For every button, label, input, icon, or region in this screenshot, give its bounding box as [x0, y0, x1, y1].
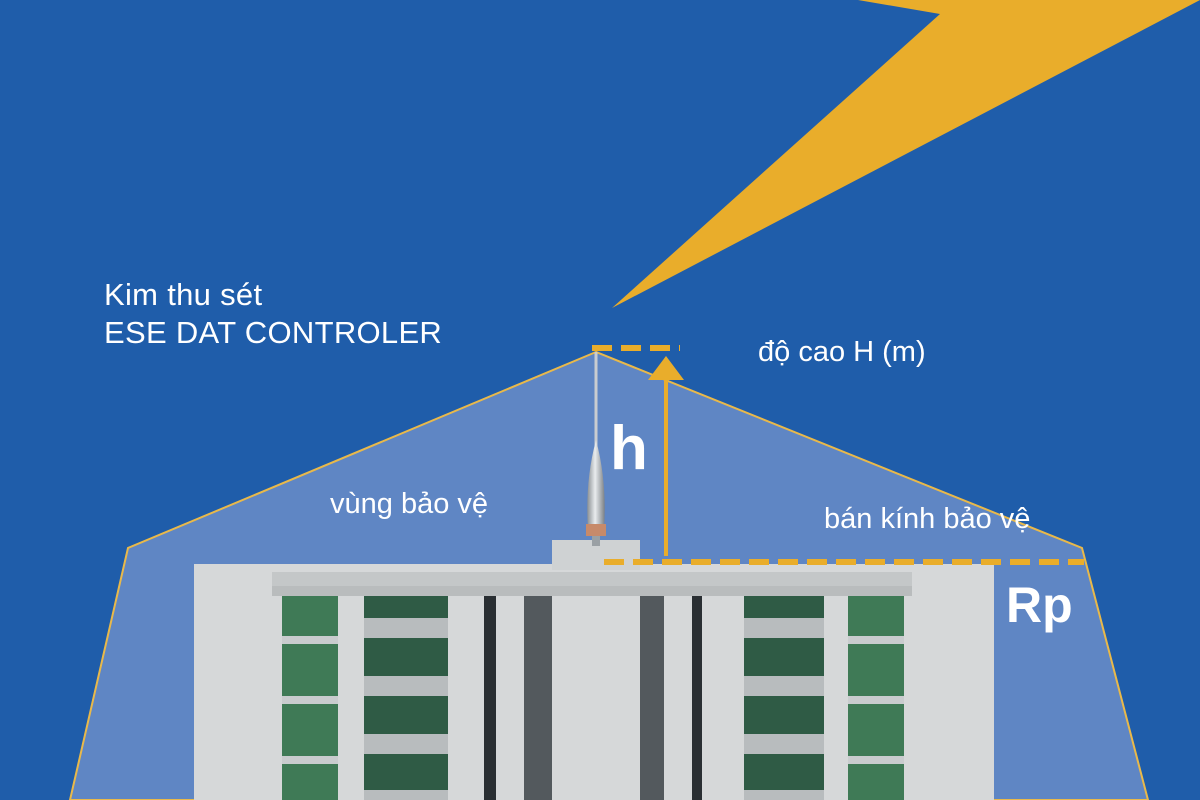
rp-symbol: Rp: [1006, 577, 1073, 633]
product-line-2: ESE DAT CONTROLER: [104, 315, 443, 350]
product-line-1: Kim thu sét: [104, 277, 263, 312]
up-arrow-icon: [648, 356, 684, 380]
height-label: độ cao H (m): [758, 336, 926, 368]
protection-zone-label: vùng bảo vệ: [330, 488, 489, 520]
building: [194, 540, 994, 800]
h-symbol: h: [610, 414, 648, 483]
lightning-rod-icon: [586, 352, 606, 546]
protection-radius-label: bán kính bảo vệ: [824, 503, 1031, 535]
lightning-bolt-icon: [612, 0, 1200, 308]
product-title: Kim thu sét ESE DAT CONTROLER: [104, 276, 442, 352]
